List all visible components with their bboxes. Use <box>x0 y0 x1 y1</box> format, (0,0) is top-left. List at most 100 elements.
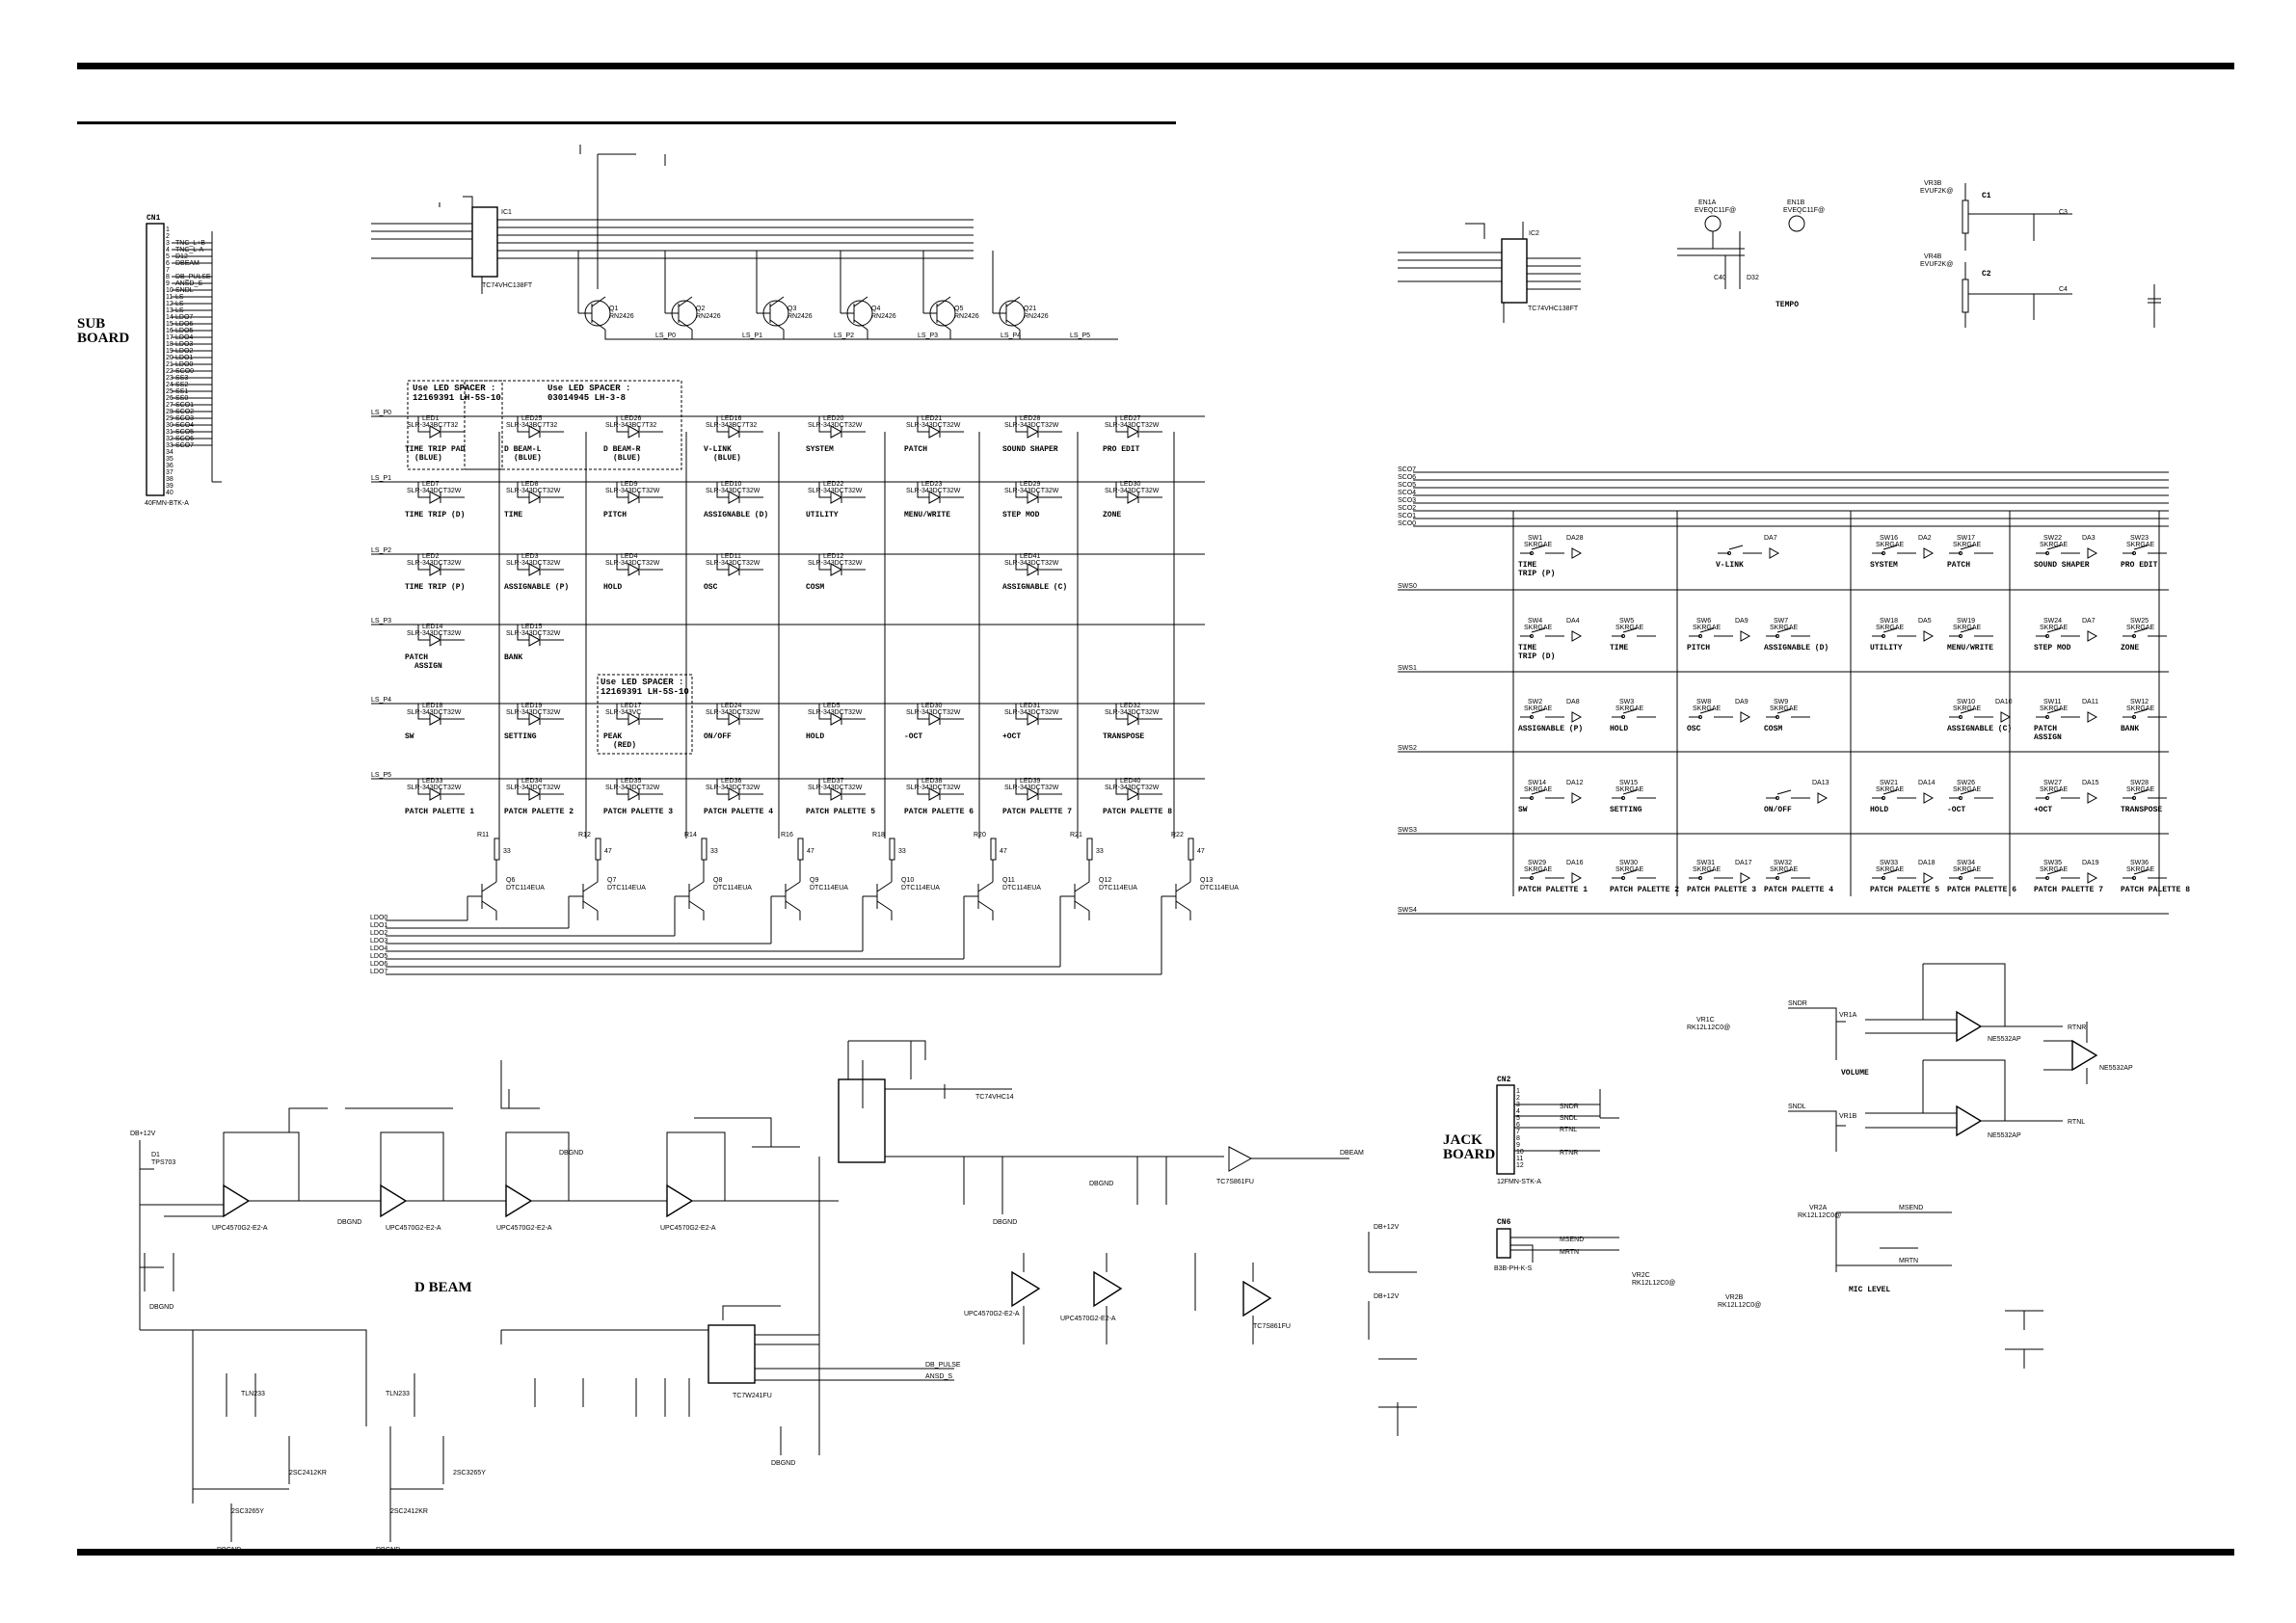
ldo-resistor-3 <box>701 838 707 861</box>
sw-contact-4-7 <box>2132 876 2136 880</box>
sw-ref-3-5: SW27 <box>2043 780 2062 786</box>
sw-label-3-6: TRANSPOSE <box>2121 806 2162 814</box>
ldo-r-ref-8: R22 <box>1171 832 1184 838</box>
cn6-label: CN6 <box>1497 1218 1511 1227</box>
sw-ref-4-3: SW32 <box>1774 860 1792 866</box>
da-ref-3-5: DA15 <box>2082 780 2099 786</box>
led-part-2-3: SLR-343DCT32W <box>706 560 761 567</box>
sw-ref-2-0: SW2 <box>1528 699 1542 705</box>
sco-line-5: SCO2 <box>1398 505 1416 512</box>
col-driver-part-2: RN2426 <box>696 313 721 320</box>
column-drivers: Q1RN2426LS_P0Q2RN2426LS_P1Q3RN2426LS_P2Q… <box>577 251 1118 340</box>
led-1-5 <box>928 491 942 504</box>
sw-ref-2-5: SW11 <box>2043 699 2062 705</box>
sw-part-0-2: SKRGAE <box>1876 542 1905 548</box>
cn1-pin-35: 35 <box>166 456 174 463</box>
dbgnd-3: DBGND <box>559 1150 583 1157</box>
sw-ref-2-6: SW12 <box>2130 699 2149 705</box>
da-ref-0-0: DA28 <box>1566 535 1584 542</box>
led-label-4-3: ON/OFF <box>704 732 732 741</box>
ldo-line-7: LDO7 <box>370 969 387 975</box>
sw-contact-1-7 <box>2132 634 2136 638</box>
da-diode-1-2 <box>1740 630 1751 642</box>
sw-part-4-4: SKRGAE <box>1876 866 1905 873</box>
dbgnd-5: DBGND <box>217 1547 241 1554</box>
spacer-note-2-line2: 03014945 LH-3-8 <box>547 393 626 403</box>
sw-ref-0-2: SW16 <box>1880 535 1898 542</box>
sw-contact-3-4 <box>1959 796 1962 800</box>
sw-part-0-4: SKRGAE <box>2040 542 2069 548</box>
sub-board-title-2: BOARD <box>77 331 129 346</box>
da-ref-2-5: DA11 <box>2082 699 2098 705</box>
led-label-5-7: PATCH PALETTE 8 <box>1103 808 1172 816</box>
sw-part-4-3: SKRGAE <box>1770 866 1799 873</box>
opamp-l: RTNL NE5532AP <box>1865 1059 2085 1139</box>
ldo-r-ref-3: R14 <box>684 832 697 838</box>
led-1-1 <box>528 491 542 504</box>
en1b-ref: EN1B <box>1787 200 1805 206</box>
sw-contact-0-2 <box>1882 551 1885 555</box>
led-label-1-4: UTILITY <box>806 511 839 519</box>
cn2-pin-10: 10 <box>1516 1149 1524 1156</box>
ldo-r-val-2: 47 <box>604 848 612 855</box>
cn1-pin-30: 30 <box>166 422 174 429</box>
led-part-1-3: SLR-343DCT32W <box>706 488 761 494</box>
ldo-r-val-4: 47 <box>807 848 814 855</box>
sw-label-3-5: +OCT <box>2034 806 2052 814</box>
led-ref-0-2: LED26 <box>621 415 642 422</box>
ldo-r-val-5: 33 <box>898 848 906 855</box>
sw-contact-0-3 <box>1959 551 1962 555</box>
da-diode-0-4 <box>2087 547 2098 559</box>
cn2-pin-6: 6 <box>1516 1122 1520 1129</box>
led-5-5 <box>928 787 942 801</box>
ic17a <box>505 1184 533 1218</box>
led-ref-5-3: LED36 <box>721 778 742 785</box>
sw-part-4-1: SKRGAE <box>1615 866 1644 873</box>
vr4b-ref: VR4B <box>1924 253 1942 260</box>
d-beam-title: D BEAM <box>414 1280 472 1295</box>
sw-contact-4-5 <box>1959 876 1962 880</box>
sw-part-4-5: SKRGAE <box>1953 866 1982 873</box>
led-part-0-4: SLR-343DCT32W <box>808 422 863 429</box>
ic2-part: TC74VHC138FT <box>1528 306 1579 312</box>
sw-label-2-3: COSM <box>1764 725 1782 733</box>
cn1-pin-3: 3 <box>166 240 170 247</box>
da-diode-4-6 <box>2087 872 2098 884</box>
ic6-part: TC74VHC14 <box>975 1094 1014 1101</box>
led-4-4 <box>830 712 843 726</box>
sw-contact-2-1 <box>1621 715 1625 719</box>
led-5-1 <box>528 787 542 801</box>
ldo-q-ref-6: Q11 <box>1002 877 1015 884</box>
led-sub-0-0: (BLUE) <box>414 454 442 463</box>
led-ref-5-1: LED34 <box>521 778 543 785</box>
sw-label-3-1: SETTING <box>1610 806 1642 814</box>
sw-part-0-3: SKRGAE <box>1953 542 1982 548</box>
led-4-0 <box>429 712 442 726</box>
sw-ref-0-3: SW17 <box>1957 535 1975 542</box>
led-part-0-0: SLR-343BC7T32 <box>407 422 458 429</box>
da-diode-3-5 <box>2087 792 2098 804</box>
cn2-pin-5: 5 <box>1516 1115 1520 1122</box>
sw-bus-4: SWS4 <box>1398 907 1417 914</box>
sw-part-2-4: SKRGAE <box>1953 705 1982 712</box>
led-part-4-4: SLR-343DCT32W <box>808 709 863 716</box>
led-bus-3: LS_P3 <box>371 618 391 625</box>
led-part-5-2: SLR-343DCT32W <box>605 785 660 791</box>
led-bus-4: LS_P4 <box>371 697 391 704</box>
led-part-5-5: SLR-343DCT32W <box>906 785 961 791</box>
sw-contact-4-2 <box>1698 876 1702 880</box>
q15-part: 2SC3265Y <box>453 1470 486 1477</box>
jack-board-title-1: JACK <box>1443 1132 1482 1148</box>
led-label-4-7: TRANSPOSE <box>1103 732 1144 741</box>
cn1-pin-9: 9 <box>166 280 170 287</box>
vr2b-part: RK12L12C0@ <box>1718 1302 1761 1309</box>
led-label-5-3: PATCH PALETTE 4 <box>704 808 773 816</box>
da-diode-2-4 <box>2000 711 2012 723</box>
col-driver-part-3: RN2426 <box>788 313 813 320</box>
sw-label-2-2: OSC <box>1687 725 1701 733</box>
sw-part-2-6: SKRGAE <box>2126 705 2155 712</box>
sw-part-1-4: SKRGAE <box>1876 625 1905 631</box>
sw-contact-0-1 <box>1727 551 1731 555</box>
sw-label-4-1: PATCH PALETTE 2 <box>1610 886 1679 894</box>
